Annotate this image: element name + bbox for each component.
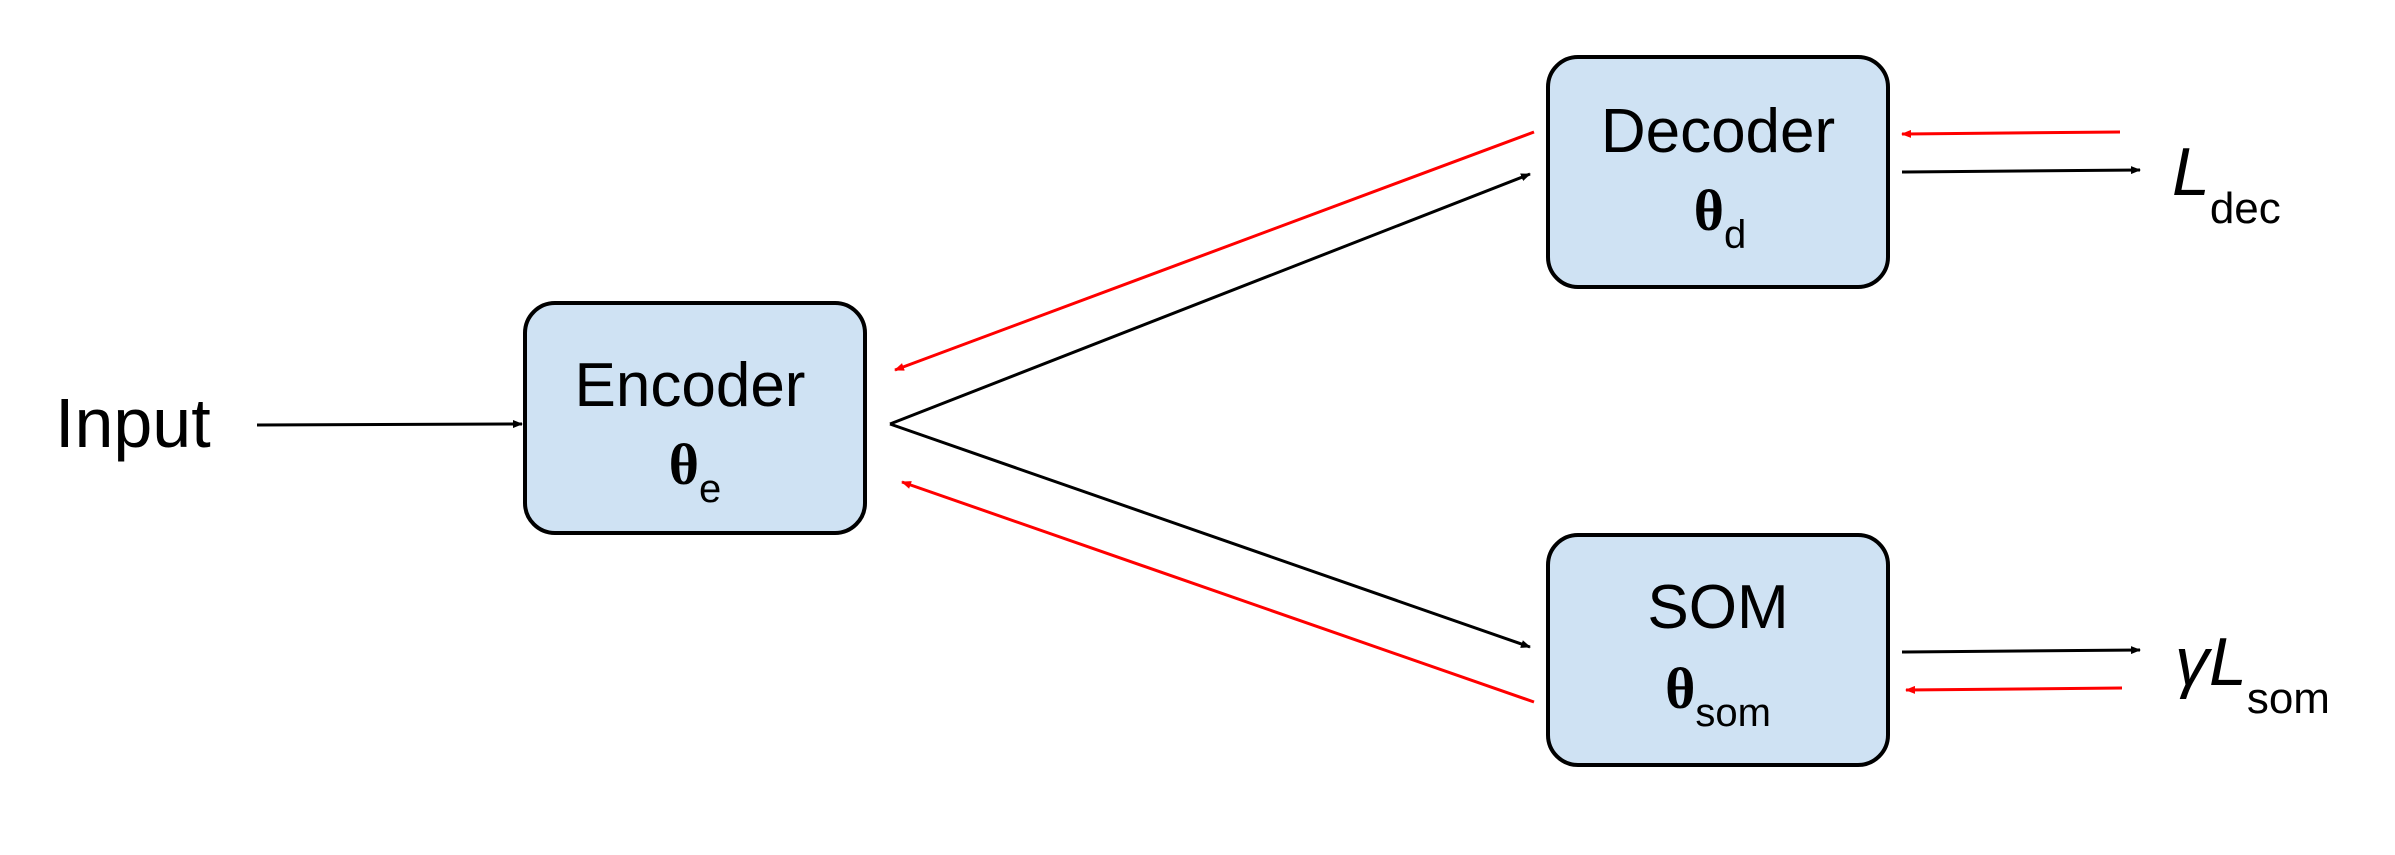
- som-to-loss-arrow: [1901, 646, 2141, 655]
- som-loss-label: γLsom: [2175, 624, 2330, 723]
- loss-to-decoder-gradient-arrow: [1901, 129, 2121, 138]
- som-title: SOM: [1647, 573, 1788, 642]
- decoder-param: θd: [1694, 178, 1747, 257]
- decoder-to-loss-arrow: [1901, 166, 2141, 175]
- decoder-loss-label: Ldec: [2172, 134, 2281, 233]
- decoder-to-encoder-gradient-arrow: [894, 130, 1535, 372]
- encoder-box: [523, 301, 867, 535]
- input-to-encoder-arrow: [256, 420, 523, 429]
- som-box: [1546, 533, 1890, 767]
- encoder-block: Encoder θe: [523, 301, 867, 535]
- som-to-encoder-gradient-arrow: [901, 480, 1535, 704]
- encoder-to-som-arrow: [889, 422, 1531, 649]
- input-label: Input: [55, 384, 211, 462]
- decoder-block: Decoder θd: [1546, 55, 1890, 289]
- encoder-param: θe: [669, 432, 722, 511]
- encoder-title: Encoder: [575, 351, 806, 420]
- som-param: θsom: [1665, 656, 1771, 735]
- decoder-title: Decoder: [1601, 97, 1835, 166]
- decoder-box: [1546, 55, 1890, 289]
- som-block: SOM θsom: [1546, 533, 1890, 767]
- encoder-to-decoder-arrow: [889, 172, 1531, 426]
- loss-to-som-gradient-arrow: [1905, 685, 2123, 694]
